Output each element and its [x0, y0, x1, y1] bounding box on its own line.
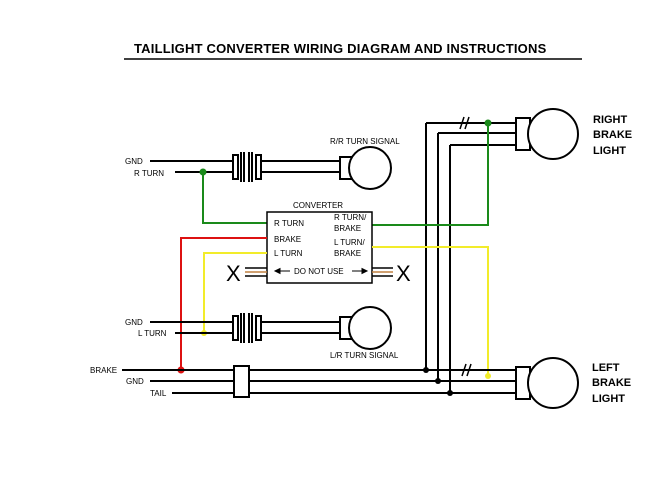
rr-turn-signal-label: R/R TURN SIGNAL: [330, 137, 400, 146]
converter-l-turn-brake-1: L TURN/: [334, 238, 365, 247]
lower-harness: [150, 321, 340, 334]
converter-brake: BRAKE: [274, 235, 301, 244]
right-brake-light-label-line1: RIGHT: [593, 114, 628, 126]
main-tail-label: TAIL: [150, 389, 167, 398]
left-brake-light-label-line3: LIGHT: [592, 393, 625, 405]
x-mark-left: X: [226, 261, 241, 286]
right-brake-light-label-line3: LIGHT: [593, 145, 626, 157]
do-not-use-arrow: [273, 267, 369, 275]
unused-wires-left: [245, 267, 267, 277]
unused-wires-right: [372, 267, 393, 277]
upper-r-turn-label: R TURN: [134, 169, 164, 178]
junction-tail: [447, 390, 453, 396]
right-brake-light-label-line2: BRAKE: [593, 129, 632, 141]
junction-gnd: [435, 378, 441, 384]
converter-do-not-use: DO NOT USE: [294, 267, 344, 276]
green-junction-right: [484, 119, 492, 127]
upper-connector: [232, 152, 262, 182]
green-wire: [202, 123, 489, 226]
main-harness: [122, 369, 516, 394]
right-brake-light-wires: [425, 122, 516, 393]
lower-l-turn-label: L TURN: [138, 329, 167, 338]
break-mark-bottom: [461, 363, 472, 377]
right-brake-light: [515, 108, 579, 160]
rr-turn-signal-lamp: [339, 146, 392, 190]
lr-turn-signal-lamp: [339, 306, 392, 350]
yellow-wire: [203, 246, 489, 376]
converter-l-turn: L TURN: [274, 249, 303, 258]
yellow-junction-right: [485, 373, 491, 379]
lower-gnd-label: GND: [125, 318, 143, 327]
main-connector: [233, 365, 250, 398]
upper-gnd-label: GND: [125, 157, 143, 166]
green-junction-upper: [199, 168, 207, 176]
converter-r-turn-brake-1: R TURN/: [334, 213, 367, 222]
lr-turn-signal-label: L/R TURN SIGNAL: [330, 351, 399, 360]
left-brake-light-label-line2: BRAKE: [592, 377, 631, 389]
converter-r-turn: R TURN: [274, 219, 304, 228]
diagram-title: TAILLIGHT CONVERTER WIRING DIAGRAM AND I…: [134, 41, 547, 56]
lower-connector: [232, 313, 262, 343]
x-mark-right: X: [396, 261, 411, 286]
left-brake-light: [515, 357, 579, 409]
break-mark-top: [459, 116, 470, 130]
converter-r-turn-brake-2: BRAKE: [334, 224, 361, 233]
red-wire: [180, 237, 267, 370]
junction-brake: [423, 367, 429, 373]
main-brake-label: BRAKE: [90, 366, 117, 375]
left-brake-light-label-line1: LEFT: [592, 362, 620, 374]
main-gnd-label: GND: [126, 377, 144, 386]
converter-label: CONVERTER: [293, 201, 343, 210]
converter-l-turn-brake-2: BRAKE: [334, 249, 361, 258]
